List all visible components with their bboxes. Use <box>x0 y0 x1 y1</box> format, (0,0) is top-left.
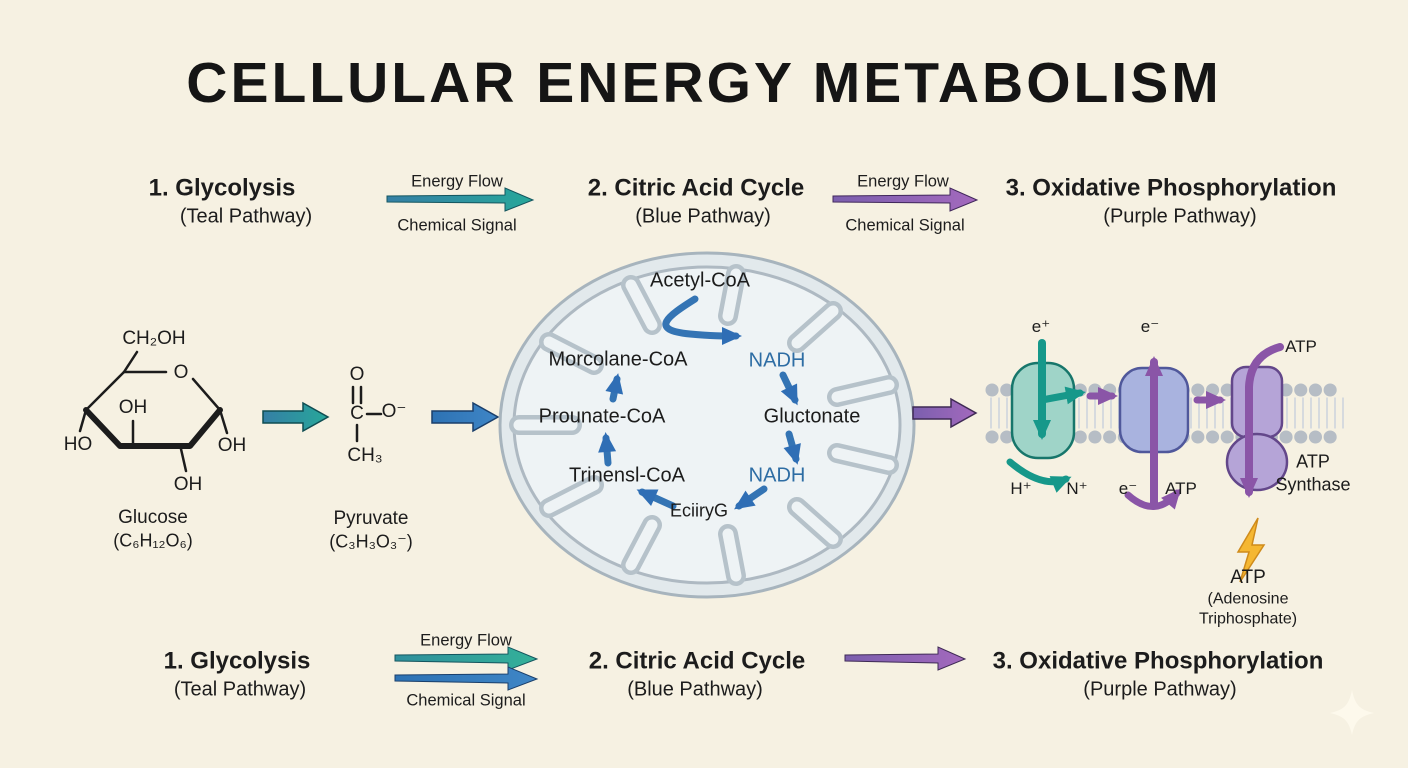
pyruvate-o-label: O <box>349 364 365 386</box>
node-nadh-lower: NADH <box>748 464 806 487</box>
node-morcolane-coa: Morcolane-CoA <box>548 348 688 371</box>
bottom-energy-flow-label: Energy Flow <box>420 631 512 650</box>
glucose-structure <box>78 350 229 473</box>
chemical-signal-label-1: Chemical Signal <box>397 216 517 235</box>
e-plus-label: e⁺ <box>1031 317 1051 337</box>
pyruvate-c-label: C <box>350 403 364 425</box>
glycolysis-arrow-icon <box>262 401 330 433</box>
atp-top-label: ATP <box>1285 337 1317 357</box>
h-plus-label: H⁺ <box>1010 479 1032 499</box>
sparkle-icon <box>1330 690 1374 735</box>
node-trinensl-coa: Trinensl-CoA <box>569 464 685 487</box>
pyruvate-o-minus-label: O⁻ <box>381 401 407 423</box>
atp-product-sub2: Triphosphate) <box>1198 610 1298 628</box>
step-oxphos-subtitle: (Purple Pathway) <box>1103 205 1257 228</box>
atp-synthase <box>1225 365 1289 492</box>
energy-flow-label-1: Energy Flow <box>411 172 503 191</box>
step-oxphos-title: 3. Oxidative Phosphorylation <box>1005 174 1337 202</box>
pyruvate-formula: (C₃H₃O₃⁻) <box>329 531 413 552</box>
energy-flow-label-2: Energy Flow <box>857 172 949 191</box>
e-minus-bottom-label: e⁻ <box>1118 479 1138 499</box>
node-prounate-coa: Prounate-CoA <box>538 405 666 428</box>
bottom-step-oxphos-subtitle: (Purple Pathway) <box>1083 678 1237 701</box>
bottom-energy-arrow-teal-icon <box>394 646 539 671</box>
glucose-oh-bottom-label: OH <box>173 474 203 496</box>
atp-bottom-label: ATP <box>1165 479 1197 499</box>
glucose-ho-left-label: HO <box>63 434 93 456</box>
oxphos-arrows <box>1006 339 1284 510</box>
atp-synthase-label-line2: Synthase <box>1275 474 1351 495</box>
n-plus-label: N⁺ <box>1066 479 1088 499</box>
pyruvate-ch3-label: CH₃ <box>347 445 383 467</box>
bottom-step-citric-subtitle: (Blue Pathway) <box>627 678 763 701</box>
step-glycolysis-subtitle: (Teal Pathway) <box>179 205 313 228</box>
bottom-step-oxphos-title: 3. Oxidative Phosphorylation <box>992 647 1324 675</box>
atp-product-sub1: (Adenosine <box>1207 590 1289 608</box>
bottom-chemical-signal-label: Chemical Signal <box>406 691 526 710</box>
bottom-step-citric-title: 2. Citric Acid Cycle <box>588 647 806 675</box>
node-eciiryg: EciiryG <box>670 500 728 521</box>
lightning-bolt-icon <box>1236 517 1266 583</box>
glucose-name: Glucose <box>118 507 188 529</box>
pyruvate-structure <box>351 385 383 443</box>
bottom-step-glycolysis-title: 1. Glycolysis <box>163 647 311 675</box>
mitochondrion <box>498 251 916 599</box>
bottom-citric-to-oxphos-arrow-icon <box>844 646 967 671</box>
node-gluctonate: Gluctonate <box>763 405 861 428</box>
step-citric-title: 2. Citric Acid Cycle <box>587 174 805 202</box>
glucose-ring-oxygen-label: O <box>171 362 191 384</box>
step-glycolysis-title: 1. Glycolysis <box>148 174 296 202</box>
poster-title: CELLULAR ENERGY METABOLISM <box>186 51 1222 116</box>
node-acetyl-coa: Acetyl-CoA <box>649 269 751 292</box>
glucose-ch2oh-label: CH₂OH <box>122 328 186 350</box>
pyruvate-name: Pyruvate <box>333 508 409 530</box>
energy-flow-arrow-teal-icon <box>386 187 535 212</box>
chemical-signal-label-2: Chemical Signal <box>845 216 965 235</box>
step-citric-subtitle: (Blue Pathway) <box>635 205 771 228</box>
e-minus-top-label: e⁻ <box>1140 317 1160 337</box>
bottom-step-glycolysis-subtitle: (Teal Pathway) <box>173 678 307 701</box>
glucose-oh-inner-label: OH <box>118 397 148 419</box>
atp-synthase-label-line1: ATP <box>1296 451 1330 472</box>
glucose-formula: (C₆H₁₂O₆) <box>113 530 193 551</box>
node-nadh-upper: NADH <box>748 349 806 372</box>
energy-flow-arrow-purple-icon <box>832 187 979 212</box>
citric-cycle-arrows <box>598 295 801 510</box>
pyruvate-to-mitochondrion-arrow-icon <box>431 401 500 433</box>
bottom-energy-arrow-blue-icon <box>394 666 539 691</box>
glucose-oh-right-label: OH <box>217 435 247 457</box>
cycle-to-oxphos-arrow-icon <box>912 397 978 429</box>
atp-product-label: ATP <box>1230 567 1266 589</box>
